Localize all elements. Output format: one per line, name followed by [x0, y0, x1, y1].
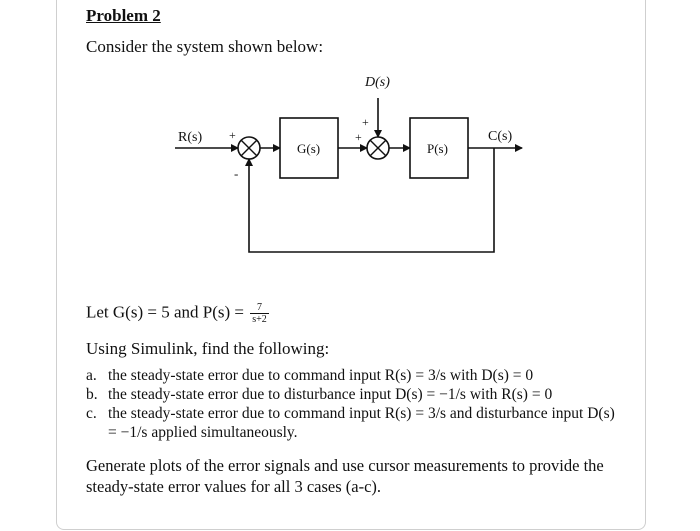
- sum1-plus-sign: +: [229, 128, 236, 142]
- controller-block: [279, 117, 339, 179]
- sum2-plus-left: +: [355, 130, 362, 144]
- task-marker: c.: [86, 405, 97, 422]
- task-marker: b.: [86, 386, 98, 403]
- task-text: the steady-state error due to command in…: [108, 405, 615, 441]
- instruction-text: Using Simulink, find the following:: [86, 339, 330, 358]
- intro-text: Consider the system shown below:: [86, 37, 324, 56]
- task-list: a. the steady-state error due to command…: [86, 366, 626, 442]
- feedback-path: [245, 148, 495, 253]
- task-item-c: c. the steady-state error due to command…: [86, 404, 626, 442]
- page-frame: [56, 0, 646, 530]
- task-item-b: b. the steady-state error due to disturb…: [86, 385, 626, 404]
- summing-junction-1: [237, 136, 261, 160]
- task-marker: a.: [86, 367, 97, 384]
- task-item-a: a. the steady-state error due to command…: [86, 366, 626, 385]
- given-transfer-functions: Let G(s) = 5 and P(s) = 7 s+2: [86, 302, 269, 325]
- fraction-numerator: 7: [250, 302, 269, 314]
- controller-label: G(s): [297, 141, 320, 156]
- plant-fraction: 7 s+2: [250, 302, 269, 325]
- output-label: C(s): [488, 129, 512, 144]
- summing-junction-2: [366, 136, 390, 160]
- fraction-denominator: s+2: [252, 314, 267, 325]
- sum2-plus-top: +: [362, 115, 369, 129]
- given-text: Let G(s) = 5 and P(s) =: [86, 302, 244, 322]
- task-text: the steady-state error due to disturbanc…: [108, 386, 553, 403]
- problem-title: Problem 2: [86, 6, 161, 25]
- block-diagram: D(s) R(s) + - G(s) + + P(s) C(s): [175, 75, 523, 253]
- task-text: the steady-state error due to command in…: [108, 367, 534, 384]
- closing-instruction: Generate plots of the error signals and …: [86, 456, 604, 496]
- input-label: R(s): [178, 130, 202, 145]
- plant-label: P(s): [427, 141, 448, 156]
- disturbance-label: D(s): [364, 75, 390, 90]
- sum1-minus-sign: -: [234, 166, 238, 181]
